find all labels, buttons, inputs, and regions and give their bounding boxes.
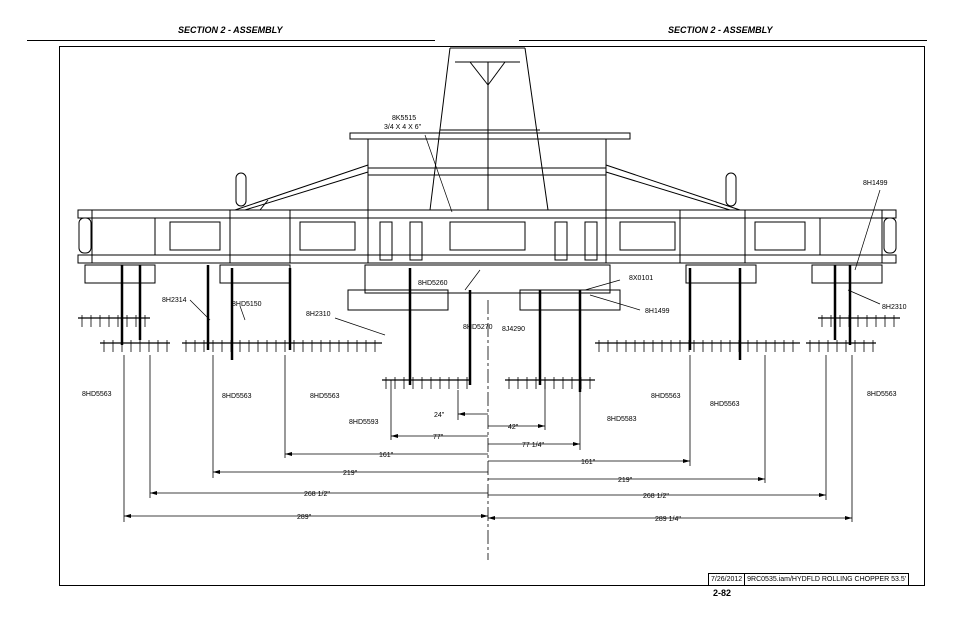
part-8hd5150-left: 8HD5150 [232, 301, 262, 308]
dimension-arrowheads [124, 412, 852, 520]
dim-24: 24" [434, 412, 445, 419]
dim-219-left: 219" [343, 470, 358, 477]
header-rule-left [27, 40, 435, 41]
part-8hd5563-6: 8HD5563 [867, 391, 897, 398]
part-8h1499-right: 8H1499 [863, 180, 888, 187]
dim-161-left: 161" [379, 452, 394, 459]
hydraulic-cylinders [169, 221, 806, 261]
dim-77-1-4: 77 1/4" [522, 442, 544, 449]
title-block-file: 9RC0535.iam/HYDFLD ROLLING CHOPPER 53.5' [747, 576, 907, 583]
page-number: 2-82 [713, 588, 732, 598]
part-8hd5593: 8HD5593 [349, 419, 379, 426]
section-title-left: SECTION 2 - ASSEMBLY [178, 25, 283, 35]
chopper-reels [78, 265, 900, 392]
leader-lines [189, 134, 881, 336]
dim-77: 77" [433, 434, 444, 441]
dim-268-left: 268 1/2" [304, 491, 330, 498]
hitch-tongue [429, 47, 549, 211]
part-8hd5563-4: 8HD5563 [651, 393, 681, 400]
part-labels: 8K5515 3/4 X 4 X 6" 8H2314 8HD5150 8H231… [82, 115, 907, 426]
gauge-wheels [78, 172, 897, 254]
part-8h1499-center: 8H1499 [645, 308, 670, 315]
wing-braces [234, 164, 741, 211]
part-8h2310-center: 8H2310 [306, 311, 331, 318]
title-block-date: 7/26/2012 [709, 574, 746, 585]
dim-289-left: 289" [297, 514, 312, 521]
part-8hd5583: 8HD5583 [607, 416, 637, 423]
part-8hd5260: 8HD5260 [418, 280, 448, 287]
dimension-lines [124, 413, 852, 519]
part-8hd5270: 8HD5270 [463, 324, 493, 331]
dim-161-right: 161" [581, 459, 596, 466]
main-frame [77, 209, 897, 264]
dim-42: 42" [508, 424, 519, 431]
drawing-frame [59, 46, 925, 586]
dim-219-right: 219" [618, 477, 633, 484]
dim-268-right: 268 1/2" [643, 493, 669, 500]
rear-wing-units [84, 264, 883, 311]
part-8hd5563-5: 8HD5563 [710, 401, 740, 408]
upper-crossbar [349, 132, 631, 210]
part-8j4290: 8J4290 [502, 326, 525, 333]
dim-289-right: 289 1/4" [655, 516, 681, 523]
section-title-right: SECTION 2 - ASSEMBLY [668, 25, 773, 35]
title-block: 7/26/2012 9RC0535.iam/HYDFLD ROLLING CHO… [708, 573, 910, 586]
part-8hd5563-2: 8HD5563 [222, 393, 252, 400]
part-8hd5563-1: 8HD5563 [82, 391, 112, 398]
header-rule-right [519, 40, 927, 41]
part-8h2314-left: 8H2314 [162, 297, 187, 304]
part-8hd5563-3: 8HD5563 [310, 393, 340, 400]
extension-lines [123, 300, 853, 560]
part-8h2310-right: 8H2310 [882, 304, 907, 311]
dimension-labels: 24" 42" 77" 77 1/4" 161" 161" 219" 219" … [297, 412, 681, 523]
part-8x0101: 8X0101 [629, 275, 653, 282]
part-8k5515: 8K5515 [392, 115, 416, 122]
part-bolt-size: 3/4 X 4 X 6" [384, 124, 422, 131]
